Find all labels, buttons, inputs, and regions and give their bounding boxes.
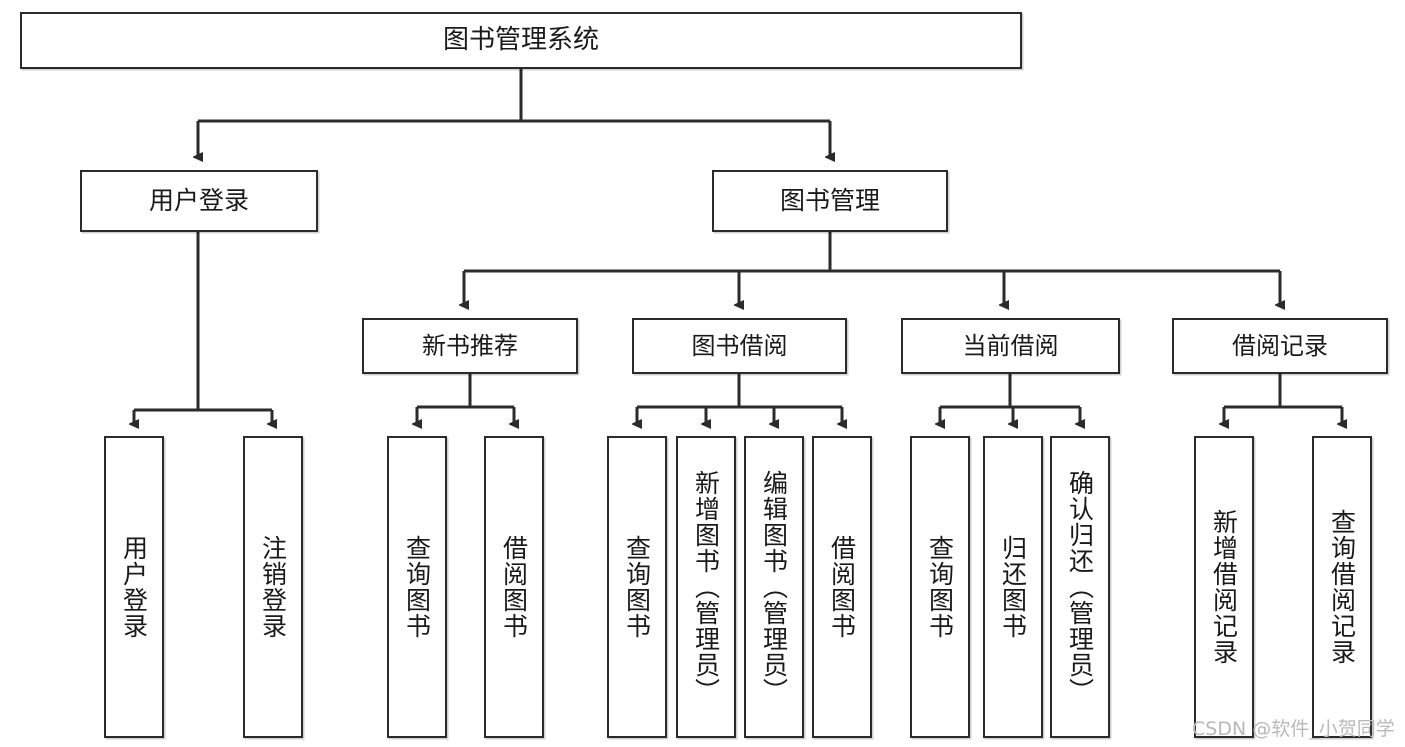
node-leaf-add-borrow-record-label: 新增借阅记录 (1209, 509, 1239, 665)
node-leaf-return-books[interactable]: 归还图书 (983, 436, 1043, 738)
node-user-login-label: 用户登录 (148, 186, 249, 216)
node-new-book-recommend[interactable]: 新书推荐 (362, 318, 578, 374)
node-leaf-borrow-books-1-label: 借阅图书 (499, 535, 529, 639)
node-leaf-add-borrow-record[interactable]: 新增借阅记录 (1194, 436, 1254, 738)
node-leaf-user-logout-label: 注销登录 (258, 535, 288, 639)
node-leaf-confirm-return-admin-label: 确认归还（管理员） (1065, 470, 1095, 704)
node-leaf-query-borrow-record[interactable]: 查询借阅记录 (1312, 436, 1372, 738)
node-leaf-query-books-1[interactable]: 查询图书 (387, 436, 447, 738)
node-book-borrow-label: 图书借阅 (691, 332, 788, 360)
node-leaf-user-login-label: 用户登录 (119, 535, 149, 639)
node-leaf-query-books-2-label: 查询图书 (622, 535, 652, 639)
node-current-borrow[interactable]: 当前借阅 (901, 318, 1120, 374)
node-book-management[interactable]: 图书管理 (712, 170, 948, 232)
node-leaf-edit-book-admin[interactable]: 编辑图书（管理员） (744, 436, 804, 738)
node-new-book-recommend-label: 新书推荐 (422, 332, 518, 360)
node-leaf-query-books-2[interactable]: 查询图书 (607, 436, 667, 738)
node-leaf-edit-book-admin-label: 编辑图书（管理员） (759, 470, 789, 704)
node-leaf-query-books-3-label: 查询图书 (925, 535, 955, 639)
node-leaf-borrow-books-2[interactable]: 借阅图书 (812, 436, 872, 738)
watermark: CSDN @软件_小贺同学 (1192, 718, 1395, 740)
node-current-borrow-label: 当前借阅 (962, 332, 1059, 360)
node-leaf-borrow-books-2-label: 借阅图书 (827, 535, 857, 639)
node-leaf-add-book-admin[interactable]: 新增图书（管理员） (676, 436, 736, 738)
node-leaf-user-logout[interactable]: 注销登录 (243, 436, 303, 738)
node-borrow-record-label: 借阅记录 (1232, 332, 1328, 360)
node-borrow-record[interactable]: 借阅记录 (1172, 318, 1388, 374)
node-leaf-add-book-admin-label: 新增图书（管理员） (691, 470, 721, 704)
node-book-management-label: 图书管理 (779, 186, 880, 216)
node-user-login[interactable]: 用户登录 (80, 170, 318, 232)
node-leaf-query-books-1-label: 查询图书 (402, 535, 432, 639)
node-leaf-return-books-label: 归还图书 (998, 535, 1028, 639)
node-leaf-user-login[interactable]: 用户登录 (104, 436, 164, 738)
node-root[interactable]: 图书管理系统 (20, 12, 1022, 69)
node-leaf-borrow-books-1[interactable]: 借阅图书 (484, 436, 544, 738)
node-root-label: 图书管理系统 (442, 25, 599, 56)
node-leaf-query-borrow-record-label: 查询借阅记录 (1327, 509, 1357, 665)
node-book-borrow[interactable]: 图书借阅 (632, 318, 847, 374)
node-leaf-query-books-3[interactable]: 查询图书 (910, 436, 970, 738)
node-leaf-confirm-return-admin[interactable]: 确认归还（管理员） (1050, 436, 1110, 738)
